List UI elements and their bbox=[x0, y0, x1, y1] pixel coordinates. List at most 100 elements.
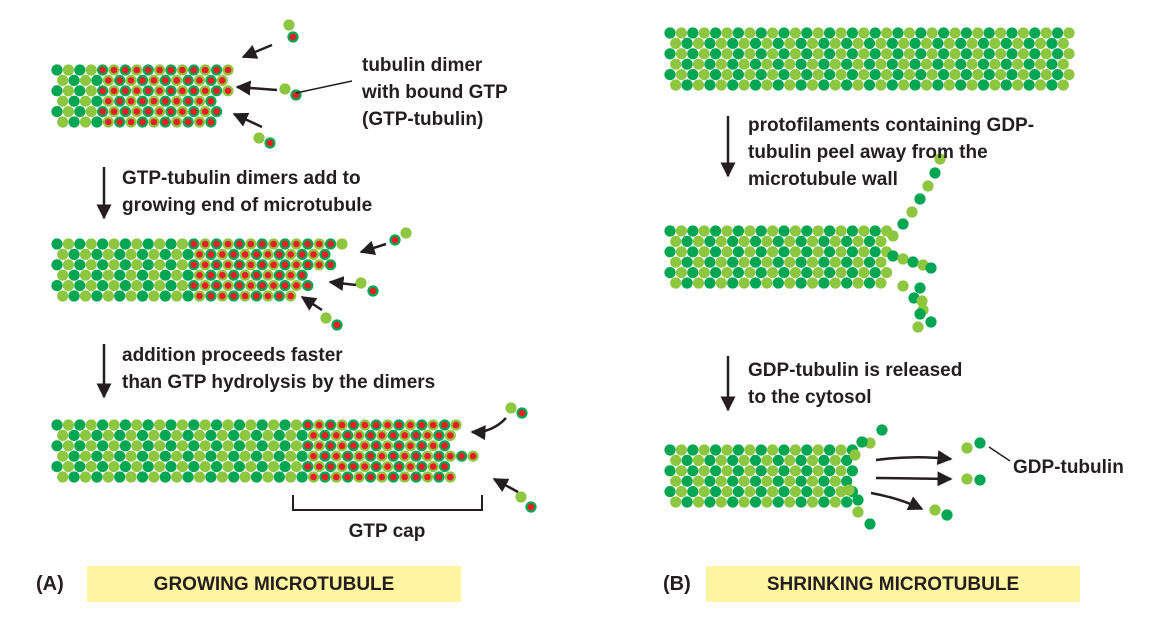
tubulin-subunit bbox=[829, 256, 841, 268]
tubulin-subunit bbox=[738, 58, 750, 70]
panel-a-tag: (A) bbox=[36, 573, 64, 595]
tubulin-subunit bbox=[698, 267, 710, 279]
gtp-dot bbox=[184, 97, 192, 105]
tubulin-subunit bbox=[279, 461, 291, 473]
gtp-dot bbox=[179, 87, 186, 95]
tubulin-subunit bbox=[886, 58, 898, 70]
gtp-cap-label: GTP cap bbox=[349, 521, 426, 542]
tubulin-subunit bbox=[715, 58, 727, 70]
tubulin-subunit bbox=[704, 454, 716, 466]
tubulin-subunit bbox=[829, 277, 841, 289]
tubulin-subunit bbox=[102, 290, 114, 302]
tubulin-subunit bbox=[789, 267, 802, 279]
tubulin-subunit bbox=[801, 444, 813, 456]
tubulin-subunit bbox=[233, 419, 245, 431]
tubulin-subunit bbox=[681, 256, 693, 268]
gtp-dot bbox=[179, 108, 186, 115]
tubulin-subunit bbox=[960, 69, 973, 81]
tubulin-subunit bbox=[1006, 69, 1018, 81]
panel-b-tag: (B) bbox=[663, 573, 691, 595]
tubulin-subunit bbox=[182, 429, 194, 441]
tubulin-subunit bbox=[154, 259, 166, 271]
tubulin-subunit bbox=[972, 48, 984, 60]
gtp-dot bbox=[304, 282, 312, 289]
tubulin-subunit bbox=[91, 248, 103, 260]
gtp-dot bbox=[207, 292, 215, 300]
gtp-dot bbox=[213, 87, 220, 95]
tubulin-subunit bbox=[131, 259, 143, 271]
tubulin-subunit bbox=[749, 79, 762, 91]
tubulin-subunit bbox=[789, 27, 802, 39]
tubulin-subunit bbox=[675, 69, 688, 81]
gtp-dot bbox=[338, 463, 346, 470]
tubulin-subunit bbox=[795, 475, 807, 487]
tubulin-subunit bbox=[62, 419, 74, 431]
tubulin-subunit bbox=[926, 69, 938, 81]
tubulin-subunit bbox=[91, 471, 103, 483]
tubulin-subunit bbox=[62, 461, 74, 473]
gtp-dot bbox=[441, 442, 448, 450]
gtp-dot bbox=[367, 432, 374, 439]
panel-a: tubulin dimer with bound GTP (GTP-tubuli… bbox=[36, 19, 537, 602]
tubulin-subunit bbox=[749, 235, 762, 247]
gtp-dot bbox=[224, 66, 232, 74]
tubulin-subunit bbox=[806, 496, 819, 508]
tubulin-subunit bbox=[784, 37, 796, 50]
tubulin-subunit bbox=[926, 48, 938, 60]
tubulin-subunit bbox=[125, 429, 137, 441]
tubulin-subunit bbox=[835, 225, 847, 237]
gtp-dot bbox=[207, 97, 215, 105]
released-pointer-line bbox=[988, 446, 1011, 462]
tubulin-subunit bbox=[761, 58, 773, 70]
tubulin-subunit bbox=[875, 256, 887, 268]
gtp-dot bbox=[139, 118, 146, 126]
tubulin-subunit bbox=[108, 238, 120, 250]
tubulin-subunit bbox=[721, 267, 733, 279]
gtp-dot bbox=[241, 251, 249, 258]
gtp-dot bbox=[122, 87, 129, 95]
tubulin-subunit bbox=[744, 465, 756, 477]
tubulin-subunit bbox=[738, 37, 750, 50]
tubulin-subunit bbox=[1006, 48, 1018, 60]
tubulin-subunit bbox=[881, 69, 893, 81]
tubulin-subunit bbox=[154, 280, 166, 292]
tubulin-subunit bbox=[62, 106, 74, 118]
gtp-dot bbox=[287, 251, 295, 258]
tubulin-subunit bbox=[670, 37, 682, 50]
tubulin-subunit bbox=[755, 69, 767, 81]
gtp-dot bbox=[99, 87, 106, 95]
tubulin-subunit bbox=[892, 48, 904, 60]
tubulin-subunit bbox=[829, 58, 841, 70]
tubulin-subunit bbox=[829, 496, 841, 508]
tubulin-subunit bbox=[744, 27, 756, 39]
tubulin-subunit bbox=[108, 280, 120, 292]
tubulin-subunit bbox=[355, 277, 367, 289]
tubulin-subunit bbox=[738, 454, 750, 466]
tubulin-subunit bbox=[824, 246, 836, 258]
gtp-dot bbox=[196, 292, 203, 300]
tubulin-subunit bbox=[79, 74, 92, 86]
gtp-dot bbox=[196, 77, 203, 84]
tubulin-subunit bbox=[824, 444, 836, 456]
gtp-dot bbox=[133, 66, 141, 74]
gtp-dot bbox=[122, 108, 129, 115]
tubulin-subunit bbox=[835, 246, 847, 258]
tubulin-subunit bbox=[938, 69, 950, 81]
tubulin-subunit bbox=[687, 48, 699, 60]
tubulin-subunit bbox=[761, 475, 773, 487]
gtp-dot bbox=[207, 118, 215, 126]
tubulin-subunit bbox=[154, 440, 166, 452]
tubulin-subunit bbox=[148, 290, 160, 302]
tubulin-subunit bbox=[79, 116, 92, 128]
arrow-icon bbox=[492, 477, 519, 494]
tubulin-subunit bbox=[85, 85, 97, 97]
gtp-dot bbox=[327, 463, 334, 470]
tubulin-subunit bbox=[79, 290, 92, 302]
tubulin-subunit bbox=[273, 429, 285, 441]
tubulin-subunit bbox=[148, 248, 160, 260]
tubulin-subunit bbox=[692, 496, 705, 508]
release-arrows bbox=[870, 450, 953, 511]
gtp-dot bbox=[270, 261, 277, 269]
tubulin-subunit bbox=[51, 280, 63, 292]
tubulin-subunit bbox=[74, 64, 86, 76]
